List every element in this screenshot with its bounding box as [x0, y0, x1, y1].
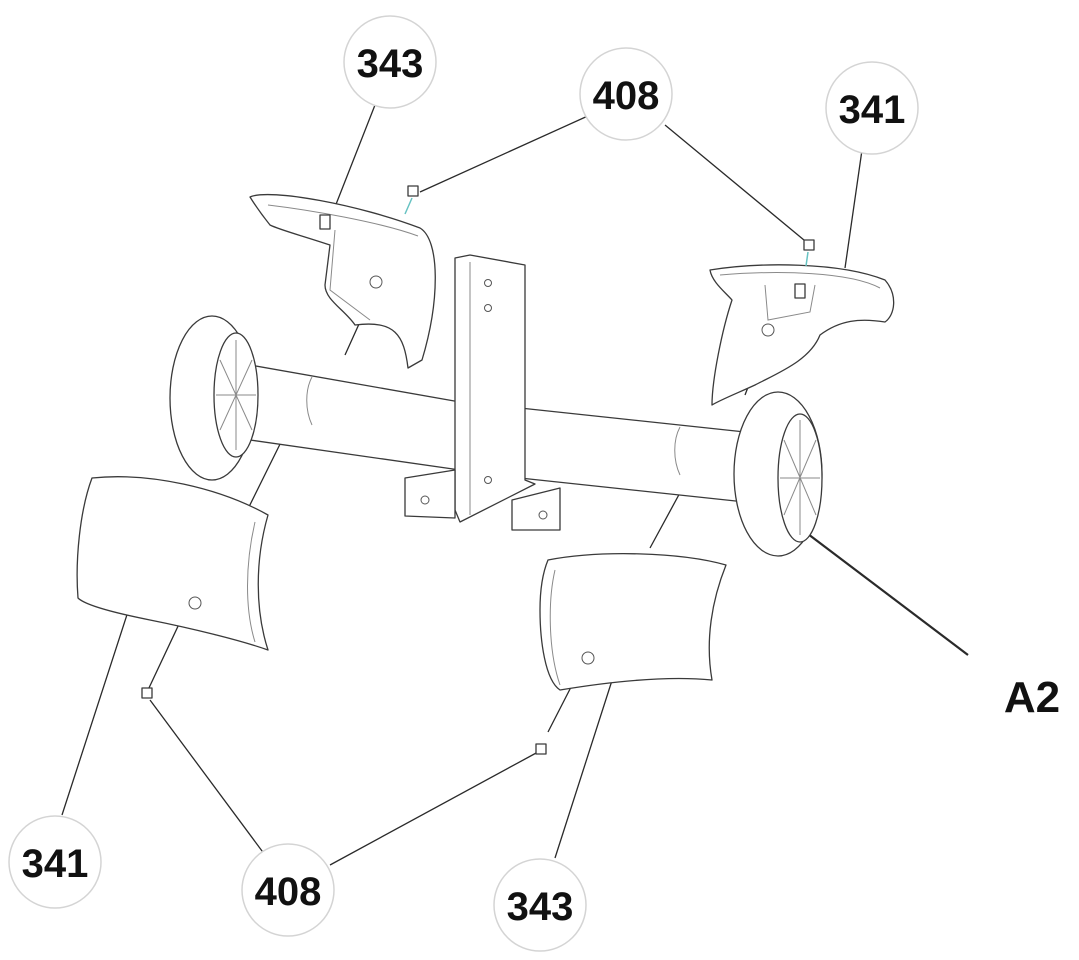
cover-lower-right-body — [539, 553, 727, 691]
screw-top-left-head — [407, 185, 419, 197]
cover-lower-left — [76, 476, 269, 651]
base-foot-right — [511, 487, 561, 531]
axle-seam-right — [674, 426, 681, 476]
mount-hole-1 — [484, 279, 492, 287]
cover-lower-left-edge — [247, 521, 256, 643]
callout-408-top: 408 — [579, 47, 673, 141]
screw-top-right — [803, 239, 815, 267]
cover-lower-right-hole — [581, 651, 595, 665]
foot-hole-right — [538, 510, 548, 520]
screw-bottom-right — [535, 743, 547, 755]
callout-343-top-label: 343 — [357, 42, 424, 86]
screws — [141, 185, 815, 755]
axle-tube-left — [249, 364, 461, 471]
bracket-upper-right-inner — [764, 284, 816, 321]
cover-lower-right-edge — [549, 569, 561, 686]
leader-408-top-left — [419, 114, 591, 193]
bracket-upper-left — [249, 193, 436, 369]
bracket-upper-left-inner — [329, 229, 371, 321]
callout-341-bottom-label: 341 — [22, 842, 89, 886]
base-foot-left — [404, 469, 456, 519]
callout-343-top: 343 — [343, 15, 437, 109]
axle-assembly — [169, 254, 823, 557]
axle-seam-left — [306, 376, 313, 426]
cover-lower-right — [539, 553, 727, 691]
bracket-upper-right-hole — [761, 323, 775, 337]
screw-top-right-head — [803, 239, 815, 251]
screw-bottom-left-head — [141, 687, 153, 699]
screw-bottom-left — [141, 687, 153, 699]
callout-341-bottom: 341 — [8, 815, 102, 909]
bracket-upper-left-body — [249, 193, 436, 369]
leader-341-bottom — [61, 589, 136, 816]
callout-341-top: 341 — [825, 61, 919, 155]
axle-tube-right — [519, 407, 746, 503]
callout-408-bottom: 408 — [241, 843, 335, 937]
leader-341-top — [844, 149, 863, 269]
callout-343-bottom: 343 — [493, 858, 587, 952]
callout-408-top-label: 408 — [593, 74, 660, 118]
leader-408-top-right — [664, 124, 811, 246]
assembly-reference-label: A2 — [1004, 673, 1060, 722]
screw-bottom-right-head — [535, 743, 547, 755]
cover-lower-left-hole — [188, 596, 202, 610]
bracket-upper-right-clip — [794, 283, 806, 299]
callout-343-bottom-label: 343 — [507, 885, 574, 929]
bracket-upper-right-body — [709, 264, 895, 406]
bracket-upper-left-hole — [369, 275, 383, 289]
leader-408-bottom-right — [329, 751, 539, 866]
screw-top-left — [404, 185, 419, 215]
callout-408-bottom-label: 408 — [255, 870, 322, 914]
bracket-upper-left-rim — [267, 204, 419, 237]
mount-hole-2 — [484, 304, 492, 312]
callout-341-top-label: 341 — [839, 88, 906, 132]
wheel-left-spokes — [216, 340, 256, 450]
foot-hole-left — [420, 495, 430, 505]
mount-hole-3 — [484, 476, 492, 484]
leader-408-bottom-left — [149, 699, 266, 856]
bracket-upper-right — [709, 264, 895, 406]
cover-lower-left-body — [76, 476, 269, 651]
wheel-right-spokes — [780, 420, 820, 535]
bracket-upper-left-clip — [319, 214, 331, 230]
bracket-upper-right-rim — [719, 272, 881, 289]
center-mount-plate — [454, 254, 536, 523]
